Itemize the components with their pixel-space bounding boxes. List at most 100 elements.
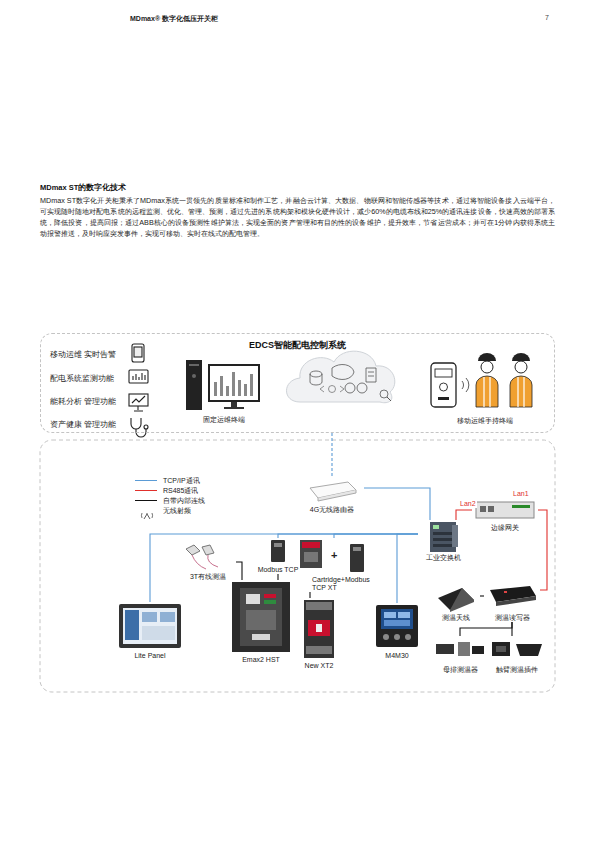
device-caption: 移动运维手持终端 xyxy=(426,417,544,425)
device-node: Lite Panel xyxy=(115,602,185,660)
graphic-part xyxy=(142,612,157,622)
graphic-part xyxy=(144,425,148,429)
graphic-part xyxy=(329,386,336,393)
function-label: 资产健康 管理功能 xyxy=(50,420,116,430)
device-icon xyxy=(426,351,544,425)
plus-sign: + xyxy=(331,549,337,561)
graphic-part xyxy=(398,612,410,618)
graphic-part xyxy=(484,377,490,407)
graphic-part xyxy=(366,368,376,382)
graphic-part xyxy=(318,490,356,501)
graphic-part xyxy=(306,646,332,654)
legend-swatch xyxy=(135,500,157,502)
graphic-part xyxy=(123,608,177,644)
device-caption: 边缘网关 xyxy=(472,524,538,532)
device-node: 4G无线路由器 xyxy=(300,476,364,514)
graphic-part xyxy=(300,540,322,568)
device-caption: Modbus TCP xyxy=(250,566,306,574)
graphic-part xyxy=(231,402,237,407)
device-icon xyxy=(115,602,185,660)
device-node: 边缘网关 xyxy=(472,500,538,532)
graphic-part xyxy=(246,594,260,604)
page-header: MDmax® 数字化低压开关柜 xyxy=(130,14,218,24)
graphic-part xyxy=(320,386,344,392)
graphic-part xyxy=(387,397,391,401)
connector xyxy=(460,622,512,636)
device-node: 触臂测温插件 xyxy=(486,636,548,674)
graphic-part xyxy=(306,602,332,610)
graphic-part xyxy=(518,377,524,407)
device-caption: 测温读写器 xyxy=(484,614,540,622)
graphic-part xyxy=(274,543,282,547)
region-title: EDCS智能配电控制系统 xyxy=(41,340,554,351)
graphic-part xyxy=(510,376,532,407)
graphic-part xyxy=(189,364,199,366)
graphic-part xyxy=(232,582,290,652)
graphic-part xyxy=(302,542,320,548)
function-label: 配电系统监测功能 xyxy=(50,374,114,384)
graphic-part xyxy=(316,624,322,632)
graphic-part xyxy=(488,506,494,512)
connector xyxy=(397,534,418,603)
graphic-part xyxy=(433,525,439,529)
device-caption: M4M30 xyxy=(372,652,422,660)
graphic-part xyxy=(132,344,144,362)
connector xyxy=(277,574,278,580)
device-node: Emax2 HST xyxy=(228,580,294,664)
legend-row: 自带内部连线 xyxy=(135,496,205,505)
device-node: 工业交换机 xyxy=(418,520,468,562)
legend-text: RS485通讯 xyxy=(163,486,198,496)
graphic-part xyxy=(129,370,148,383)
graphic-part xyxy=(214,382,217,396)
graphic-part xyxy=(264,594,276,598)
graphic-part xyxy=(450,588,474,612)
device-caption: 触臂测温插件 xyxy=(486,666,548,674)
legend-row: TCP/IP通讯 xyxy=(135,476,200,485)
graphic-part xyxy=(405,634,411,640)
device-icon xyxy=(184,356,264,424)
graphic-part xyxy=(512,353,530,361)
section-heading: MDmax ST的数字化技术 xyxy=(40,183,126,193)
function-label: 能耗分析 管理功能 xyxy=(50,397,116,407)
connector xyxy=(236,562,242,580)
graphic-part xyxy=(202,545,214,555)
graphic-part xyxy=(440,383,448,391)
graphic-part xyxy=(133,373,145,380)
connector xyxy=(334,534,418,538)
body-paragraph: MDmax ST数字化开关柜秉承了MDmax系统一贯领先的质量标准和制作工艺，并… xyxy=(40,195,555,239)
connector xyxy=(456,510,472,520)
connector xyxy=(538,510,547,590)
graphic-part xyxy=(134,406,143,411)
device-caption: 测温天线 xyxy=(432,614,480,622)
graphic-part xyxy=(310,371,322,377)
graphic-part xyxy=(135,511,157,520)
graphic-part xyxy=(250,374,253,396)
device-node: Modbus TCP xyxy=(250,538,306,574)
graphic-part xyxy=(192,374,196,378)
device-caption: Cartridge+Modbus TCP XT xyxy=(312,576,370,592)
legend-row: 无线射频 xyxy=(135,506,191,515)
device-caption: 3T有线测温 xyxy=(180,573,236,581)
graphic-part xyxy=(472,646,484,654)
device-node: 移动运维手持终端 xyxy=(426,351,544,425)
legend-text: 自带内部连线 xyxy=(163,496,205,506)
graphic-part xyxy=(492,642,510,656)
connector xyxy=(511,622,512,636)
graphic-part xyxy=(431,363,456,407)
device-caption: Emax2 HST xyxy=(228,656,294,664)
graphic-part xyxy=(186,360,202,410)
graphic-part xyxy=(160,612,175,622)
graphic-part xyxy=(384,612,396,618)
graphic-part xyxy=(142,626,175,640)
lower-region xyxy=(40,440,555,692)
graphic-part xyxy=(252,634,270,640)
device-node: 测温读写器 xyxy=(484,582,540,622)
graphic-part xyxy=(240,588,282,646)
graphic-part xyxy=(436,644,454,654)
graphic-part xyxy=(478,353,496,361)
graphic-part xyxy=(125,610,139,640)
graphic-part xyxy=(144,513,150,519)
device-icon xyxy=(298,538,370,592)
graphic-part xyxy=(226,386,229,396)
